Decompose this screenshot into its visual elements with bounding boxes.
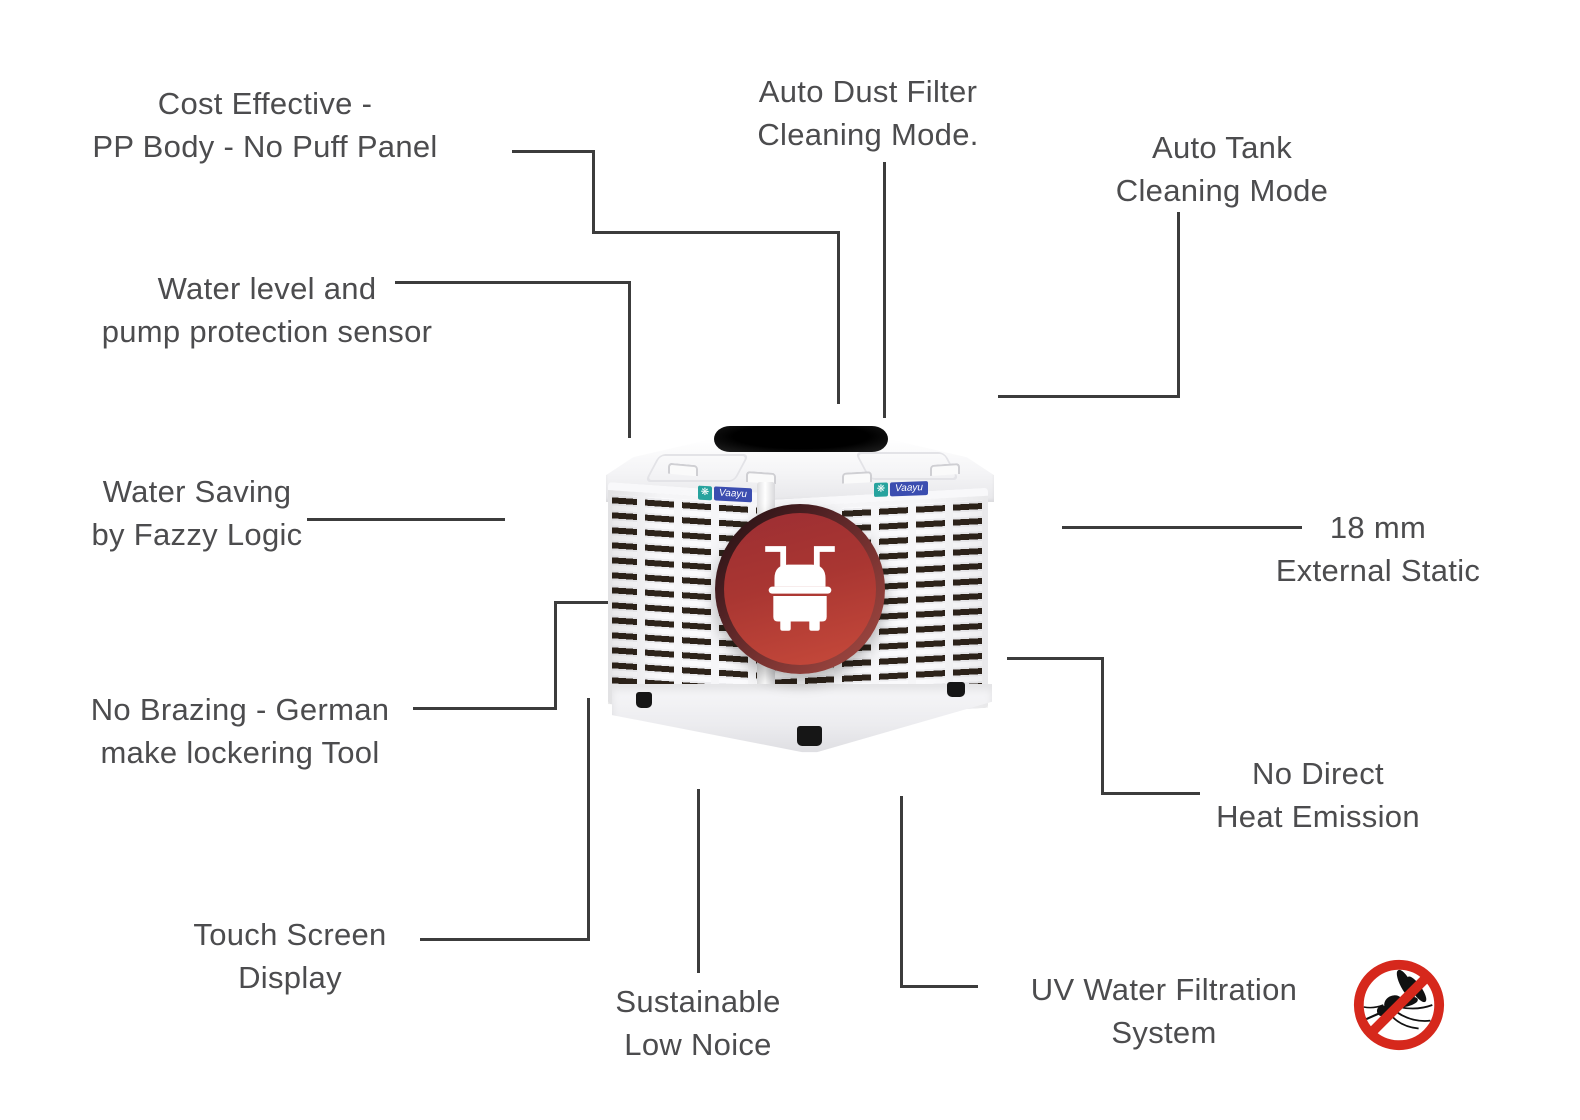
label-auto-dust-filter: Auto Dust Filter Cleaning Mode. <box>668 70 1068 156</box>
label-line: Cost Effective - <box>157 86 373 121</box>
brand-text: Vaayu <box>714 485 752 502</box>
brand-text: Vaayu <box>890 480 928 496</box>
label-line: External Static <box>1275 553 1481 588</box>
latch-clip <box>842 471 872 484</box>
label-sustainable-low-noise: Sustainable Low Noice <box>498 980 898 1066</box>
connector-line <box>592 231 840 234</box>
unit-foot <box>947 682 965 697</box>
label-no-brazing: No Brazing - German make lockering Tool <box>0 688 480 774</box>
duct-opening <box>714 426 888 452</box>
label-line: make lockering Tool <box>100 735 380 770</box>
no-mosquito-icon <box>1353 959 1445 1051</box>
connector-line <box>554 601 557 710</box>
label-line: 18 mm <box>1329 510 1427 545</box>
label-line: UV Water Filtration <box>1030 972 1298 1007</box>
connector-line <box>697 789 700 973</box>
unit-foot <box>797 726 822 746</box>
connector-line <box>1101 792 1200 795</box>
connector-line <box>883 162 886 418</box>
label-line: Water Saving <box>102 474 292 509</box>
label-uv-water-filtration: UV Water Filtration System <box>964 968 1364 1054</box>
connector-line <box>587 698 590 941</box>
label-line: No Direct <box>1252 756 1384 791</box>
label-external-static: 18 mm External Static <box>1178 506 1578 592</box>
label-cost-effective: Cost Effective - PP Body - No Puff Panel <box>15 82 515 168</box>
label-line: PP Body - No Puff Panel <box>92 129 438 164</box>
snowflake-icon: ❋ <box>874 481 888 497</box>
air-cooler-image: ❋ Vaayu ❋ Vaayu <box>600 420 1000 760</box>
label-line: Water level and <box>157 271 377 306</box>
latch-clip <box>930 462 960 477</box>
label-line: Cleaning Mode <box>1115 173 1329 208</box>
snowflake-icon: ❋ <box>698 485 712 500</box>
brand-label: ❋ Vaayu <box>698 485 752 503</box>
connector-line <box>592 150 595 234</box>
label-touch-screen: Touch Screen Display <box>90 913 490 999</box>
compressor-badge <box>715 504 885 674</box>
connector-line <box>837 231 840 404</box>
connector-line <box>1177 212 1180 398</box>
label-line: Auto Tank <box>1151 130 1292 165</box>
connector-line <box>900 796 903 988</box>
connector-line <box>420 938 590 941</box>
label-line: Heat Emission <box>1216 799 1420 834</box>
water-tank-base <box>612 684 992 753</box>
label-line: Sustainable <box>615 984 781 1019</box>
connector-line <box>395 281 630 284</box>
connector-line <box>1007 657 1104 660</box>
label-line: System <box>1111 1015 1217 1050</box>
label-line: No Brazing - German <box>90 692 390 727</box>
connector-line <box>307 518 505 521</box>
connector-line <box>554 601 612 604</box>
label-line: Auto Dust Filter <box>758 74 978 109</box>
compressor-icon <box>765 546 835 631</box>
label-line: Display <box>238 960 342 995</box>
connector-line <box>1062 526 1302 529</box>
label-auto-tank: Auto Tank Cleaning Mode <box>1022 126 1422 212</box>
unit-foot <box>636 692 652 708</box>
label-line: Low Noice <box>624 1027 772 1062</box>
label-water-saving: Water Saving by Fazzy Logic <box>0 470 394 556</box>
label-water-level-sensor: Water level and pump protection sensor <box>17 267 517 353</box>
brand-label: ❋ Vaayu <box>874 480 928 497</box>
connector-line <box>512 150 595 153</box>
label-line: pump protection sensor <box>101 314 433 349</box>
compressor-badge-inner <box>724 513 876 665</box>
connector-line <box>1101 657 1104 795</box>
connector-line <box>998 395 1180 398</box>
label-line: Touch Screen <box>193 917 387 952</box>
connector-line <box>900 985 978 988</box>
connector-line <box>628 281 631 438</box>
label-no-direct-heat: No Direct Heat Emission <box>1118 752 1518 838</box>
connector-line <box>413 707 557 710</box>
label-line: by Fazzy Logic <box>91 517 303 552</box>
label-line: Cleaning Mode. <box>757 117 979 152</box>
